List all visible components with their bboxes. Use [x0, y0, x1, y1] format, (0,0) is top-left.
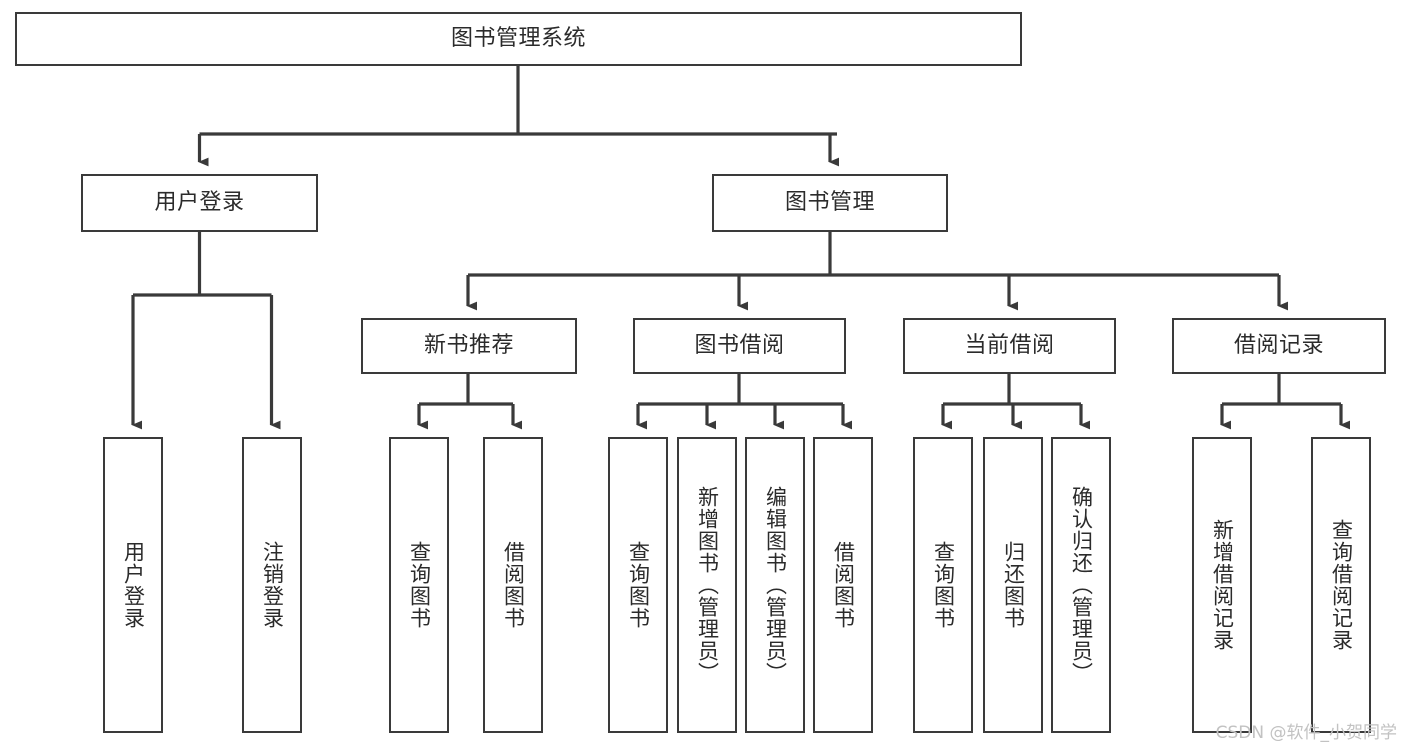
node-leaf-user-login[interactable]: 用户登录: [103, 437, 163, 733]
node-leaf-add-record-label: 新增借阅记录: [1210, 519, 1235, 651]
node-leaf-borrow-book-1[interactable]: 借阅图书: [483, 437, 543, 733]
node-leaf-query-book-2-label: 查询图书: [626, 541, 651, 629]
node-leaf-query-book-3-label: 查询图书: [931, 541, 956, 629]
node-leaf-query-book-2[interactable]: 查询图书: [608, 437, 668, 733]
node-leaf-add-book-label: 新增图书（管理员）: [695, 486, 720, 684]
node-leaf-query-book-3[interactable]: 查询图书: [913, 437, 973, 733]
node-new-book-rec[interactable]: 新书推荐: [361, 318, 577, 374]
node-leaf-user-login-label: 用户登录: [121, 541, 146, 629]
node-leaf-borrow-book-1-label: 借阅图书: [501, 541, 526, 629]
node-leaf-query-book-1-label: 查询图书: [407, 541, 432, 629]
node-leaf-query-record[interactable]: 查询借阅记录: [1311, 437, 1371, 733]
node-user-login[interactable]: 用户登录: [81, 174, 318, 232]
node-borrow-record-label: 借阅记录: [1233, 333, 1324, 359]
node-current-borrow[interactable]: 当前借阅: [903, 318, 1116, 374]
node-current-borrow-label: 当前借阅: [964, 333, 1055, 359]
node-leaf-add-book[interactable]: 新增图书（管理员）: [677, 437, 737, 733]
node-leaf-query-record-label: 查询借阅记录: [1329, 519, 1354, 651]
node-borrow-record[interactable]: 借阅记录: [1172, 318, 1386, 374]
node-book-manage-label: 图书管理: [784, 190, 875, 216]
node-leaf-confirm-return-label: 确认归还（管理员）: [1069, 486, 1094, 684]
node-leaf-logout[interactable]: 注销登录: [242, 437, 302, 733]
node-book-borrow[interactable]: 图书借阅: [633, 318, 846, 374]
node-new-book-rec-label: 新书推荐: [423, 333, 514, 359]
node-leaf-query-book-1[interactable]: 查询图书: [389, 437, 449, 733]
node-book-borrow-label: 图书借阅: [694, 333, 785, 359]
node-leaf-return-book[interactable]: 归还图书: [983, 437, 1043, 733]
node-book-manage[interactable]: 图书管理: [712, 174, 948, 232]
node-leaf-return-book-label: 归还图书: [1001, 541, 1026, 629]
node-root[interactable]: 图书管理系统: [15, 12, 1022, 66]
node-user-login-label: 用户登录: [154, 190, 245, 216]
node-leaf-edit-book[interactable]: 编辑图书（管理员）: [745, 437, 805, 733]
node-leaf-logout-label: 注销登录: [260, 541, 285, 629]
node-leaf-borrow-book-2[interactable]: 借阅图书: [813, 437, 873, 733]
node-leaf-borrow-book-2-label: 借阅图书: [831, 541, 856, 629]
node-leaf-confirm-return[interactable]: 确认归还（管理员）: [1051, 437, 1111, 733]
node-root-label: 图书管理系统: [450, 26, 586, 52]
node-leaf-add-record[interactable]: 新增借阅记录: [1192, 437, 1252, 733]
node-leaf-edit-book-label: 编辑图书（管理员）: [763, 486, 788, 684]
